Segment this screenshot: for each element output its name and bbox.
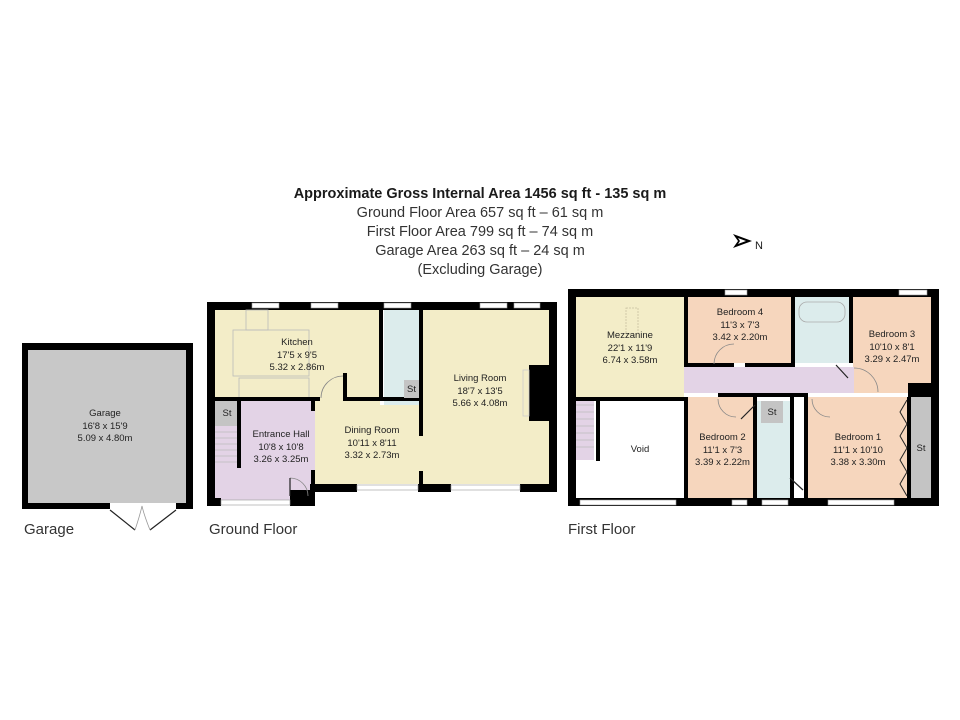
room-kitchen: Kitchen 17'5 x 9'5 5.32 x 2.86m — [247, 337, 347, 375]
room-imperial: 10'10 x 8'1 — [869, 341, 915, 353]
room-metric: 5.66 x 4.08m — [452, 398, 508, 409]
room-name: Bedroom 3 — [868, 329, 916, 340]
storage-ground-hall: St — [222, 408, 232, 419]
floor-label-garage: Garage — [24, 521, 75, 538]
room-metric: 3.42 x 2.20m — [712, 332, 768, 343]
room-imperial: 17'5 x 9'5 — [276, 349, 318, 361]
room-metric: 5.32 x 2.86m — [269, 362, 325, 373]
room-imperial: 22'1 x 11'9 — [607, 342, 653, 354]
north-label: N — [755, 240, 763, 252]
room-metric: 3.39 x 2.22m — [695, 457, 750, 468]
storage-first-landing: St — [767, 407, 777, 418]
room-metric: 3.29 x 2.47m — [864, 354, 920, 365]
garage-area: Garage Area 263 sq ft – 24 sq m — [375, 243, 585, 259]
room-name: Bedroom 1 — [834, 432, 882, 443]
room-name: Dining Room — [344, 425, 400, 436]
room-metric: 6.74 x 3.58m — [602, 355, 658, 366]
room-imperial: 11'1 x 10'10 — [833, 444, 883, 456]
area-summary: Approximate Gross Internal Area 1456 sq … — [0, 184, 960, 280]
storage-first-wardrobe: St — [916, 443, 926, 454]
room-imperial: 11'1 x 7'3 — [702, 444, 743, 456]
floor-label-first: First Floor — [568, 521, 636, 538]
gross-area-title: Approximate Gross Internal Area 1456 sq … — [293, 186, 667, 202]
room-name: Mezzanine — [607, 330, 653, 341]
garage-plan — [22, 343, 193, 531]
room-imperial: 11'3 x 7'3 — [720, 319, 760, 331]
room-name: Entrance Hall — [252, 429, 310, 440]
room-imperial: 18'7 x 13'5 — [457, 385, 503, 397]
north-arrow-icon — [732, 233, 754, 254]
room-name: Kitchen — [281, 337, 313, 348]
room-metric: 3.32 x 2.73m — [344, 450, 400, 461]
room-imperial: 16'8 x 15'9 — [82, 420, 128, 432]
ground-floor-area: Ground Floor Area 657 sq ft – 61 sq m — [356, 205, 604, 221]
room-name: Void — [630, 444, 650, 455]
room-metric: 5.09 x 4.80m — [77, 433, 133, 444]
room-name: Bedroom 4 — [716, 307, 764, 318]
room-name: Bedroom 2 — [699, 432, 746, 443]
room-metric: 3.38 x 3.30m — [830, 457, 886, 468]
room-metric: 3.26 x 3.25m — [253, 454, 309, 465]
room-garage: Garage 16'8 x 15'9 5.09 x 4.80m — [55, 408, 155, 446]
room-bedroom-3: Bedroom 3 10'10 x 8'1 3.29 x 2.47m — [853, 329, 931, 367]
room-name: Living Room — [453, 373, 507, 384]
room-bedroom-2: Bedroom 2 11'1 x 7'3 3.39 x 2.22m — [688, 432, 757, 470]
ground-floor-plan — [207, 302, 557, 506]
room-imperial: 10'8 x 10'8 — [258, 441, 304, 453]
floor-label-ground: Ground Floor — [209, 521, 298, 538]
first-floor-plan — [568, 289, 939, 506]
storage-ground-wc: St — [407, 384, 416, 395]
room-bedroom-4: Bedroom 4 11'3 x 7'3 3.42 x 2.20m — [690, 307, 790, 345]
area-note: (Excluding Garage) — [417, 262, 543, 278]
room-bedroom-1: Bedroom 1 11'1 x 10'10 3.38 x 3.30m — [808, 432, 908, 470]
room-void: Void — [610, 444, 670, 457]
room-entrance-hall: Entrance Hall 10'8 x 10'8 3.26 x 3.25m — [236, 429, 326, 467]
room-imperial: 10'11 x 8'11 — [347, 437, 397, 449]
first-floor-area: First Floor Area 799 sq ft – 74 sq m — [366, 224, 594, 240]
room-living-room: Living Room 18'7 x 13'5 5.66 x 4.08m — [430, 373, 530, 411]
room-dining-room: Dining Room 10'11 x 8'11 3.32 x 2.73m — [327, 425, 417, 463]
room-name: Garage — [89, 408, 121, 419]
room-mezzanine: Mezzanine 22'1 x 11'9 6.74 x 3.58m — [580, 330, 680, 368]
